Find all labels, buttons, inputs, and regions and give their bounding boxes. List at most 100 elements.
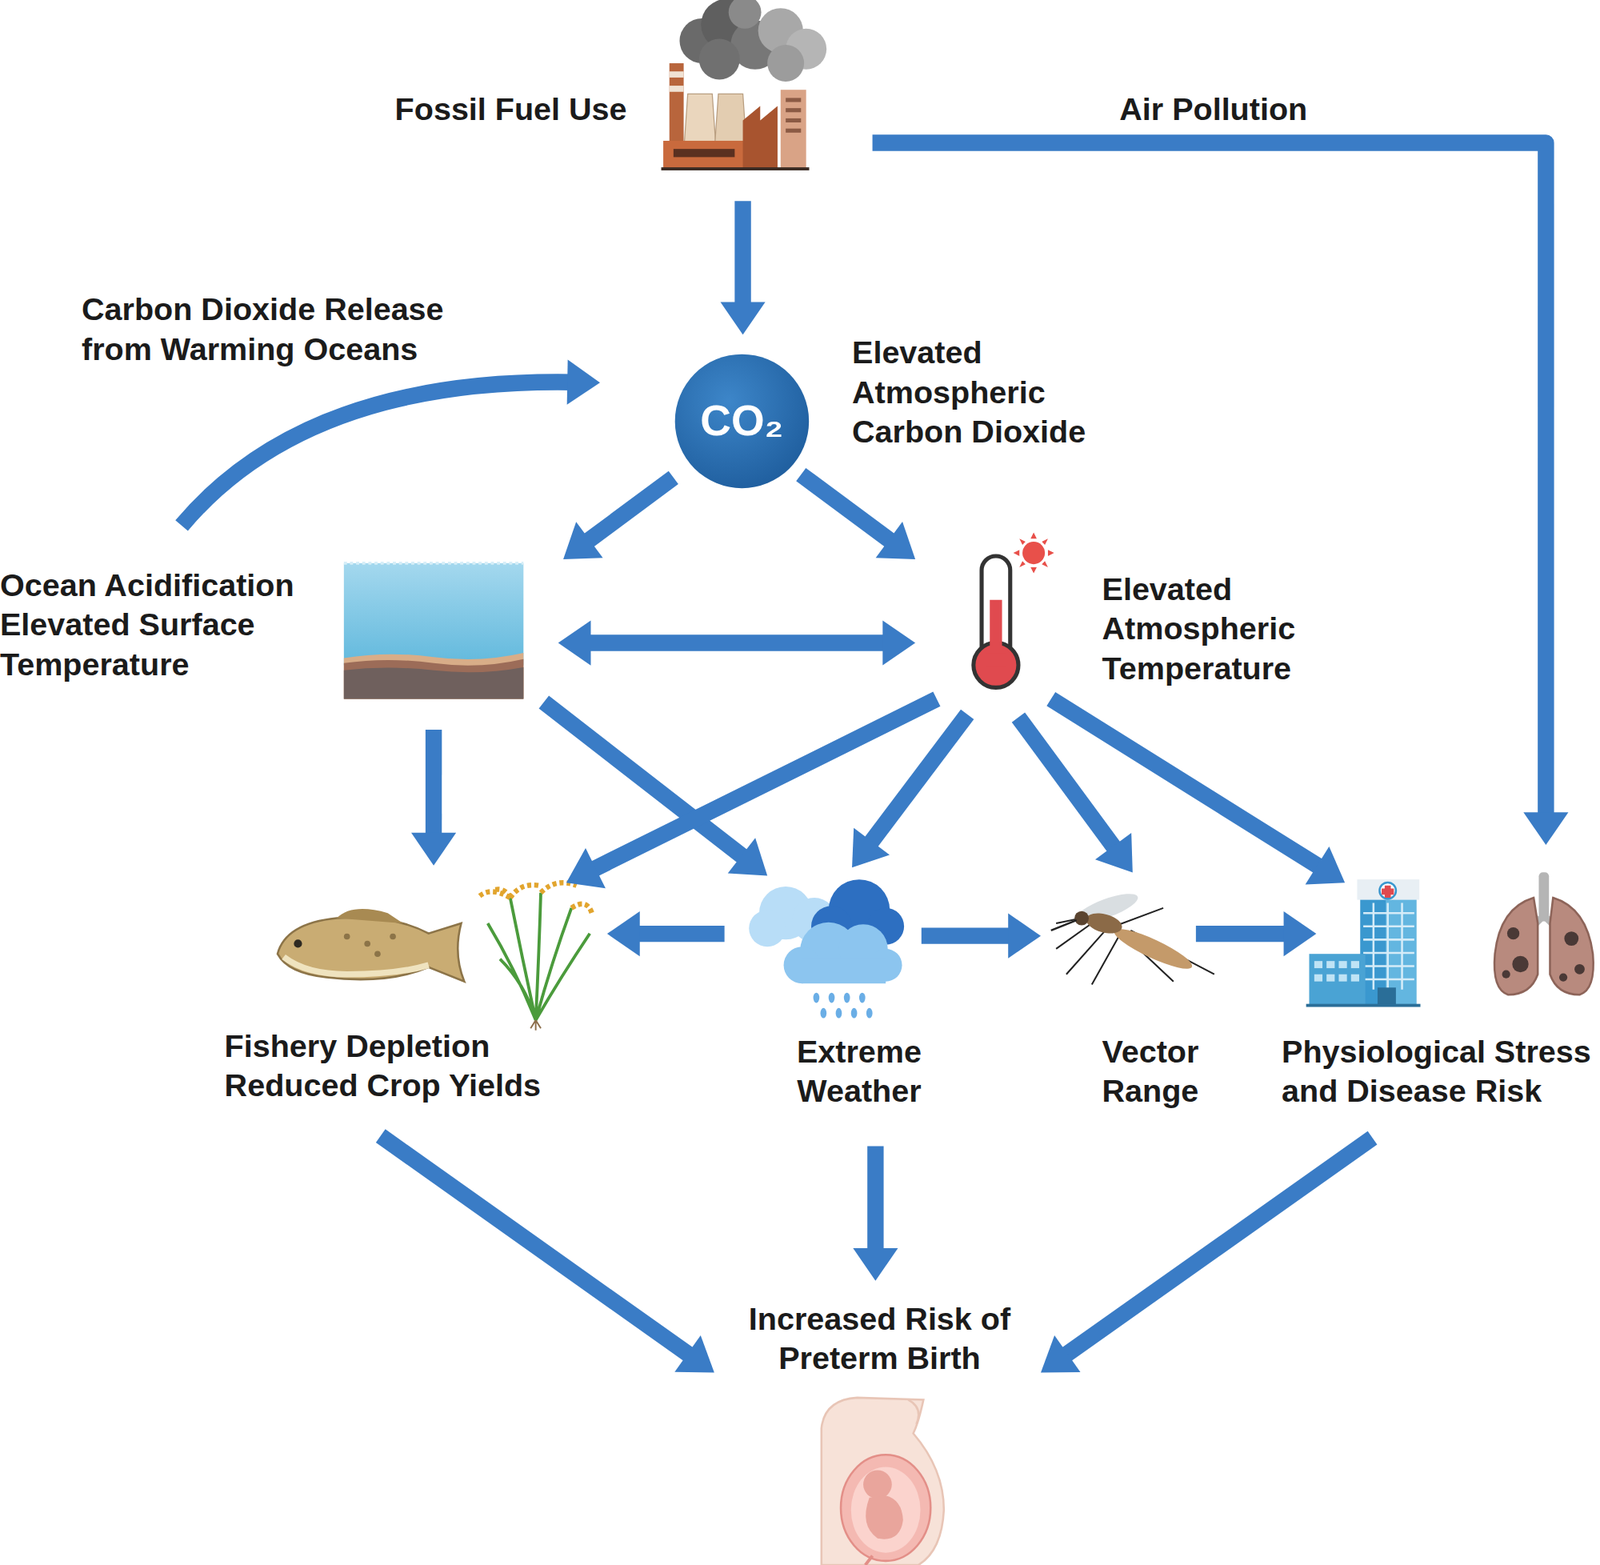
- factory-icon-part: [663, 140, 750, 168]
- edge-label: Air Pollution: [1119, 89, 1308, 130]
- pregnancy-icon-part: [863, 1469, 892, 1499]
- factory-icon-part: [728, 0, 762, 29]
- mosquito-icon: [1051, 888, 1215, 984]
- arrow-shaft: [1196, 925, 1291, 942]
- lungs-icon-part: [1538, 872, 1549, 921]
- arrow-shaft: [589, 699, 937, 872]
- lungs-icon-part-part: [1512, 956, 1528, 972]
- fish-icon-part: [284, 956, 429, 975]
- storm-cloud-icon-part-part: [859, 992, 866, 1004]
- arrow-connector: [566, 699, 937, 889]
- hospital-icon-part: [1308, 953, 1365, 1005]
- node-label: Vector Range: [1102, 1032, 1236, 1112]
- arrow-head: [566, 848, 606, 888]
- rice-plant-icon: [477, 882, 592, 1031]
- storm-cloud-icon-part: [813, 992, 873, 1019]
- fish-icon-part: [344, 933, 351, 940]
- arrow-shaft: [1062, 1137, 1373, 1358]
- thermometer-icon-part: [985, 652, 1007, 668]
- fish-icon-part: [277, 917, 464, 982]
- hospital-icon-part: [1360, 897, 1416, 1005]
- hospital-icon-part-part: [1314, 960, 1323, 968]
- hospital-icon-part-part: [1351, 960, 1360, 968]
- hospital-icon-part: [1306, 1004, 1421, 1008]
- factory-icon-part: [785, 128, 801, 133]
- arrow-connector: [921, 913, 1041, 959]
- lungs-icon-part: [1494, 897, 1538, 995]
- node-label: Extreme Weather: [772, 1032, 947, 1112]
- hospital-icon-part: [1379, 882, 1396, 899]
- pregnancy-icon-part: [851, 1467, 921, 1553]
- factory-icon-part: [743, 106, 778, 169]
- arrow-connector: [852, 1145, 898, 1280]
- fish-icon-part: [364, 940, 371, 948]
- factory-icon-part: [785, 108, 801, 112]
- arrow-connector: [411, 729, 456, 866]
- arrow-connector: [872, 143, 1569, 846]
- storm-cloud-icon-part-part: [828, 992, 836, 1004]
- arrow-head: [882, 620, 916, 665]
- factory-node: Fossil Fuel Use: [392, 0, 812, 172]
- mosquito-icon-part: [1084, 909, 1124, 937]
- factory-icon-part: [785, 97, 801, 102]
- ocean-icon-part: [344, 667, 524, 700]
- node-label: Ocean Acidification: [0, 565, 295, 606]
- arrow-shaft: [425, 729, 442, 840]
- factory-icon-part: [673, 148, 736, 157]
- hospital-icon-part: [1377, 987, 1396, 1005]
- factory-icon-part: [669, 85, 684, 92]
- arrow-shaft: [872, 143, 1547, 820]
- node-sublabel: Elevated Atmospheric Carbon Dioxide: [852, 332, 1108, 452]
- arrow-shaft: [868, 714, 968, 847]
- lungs-icon-part-part: [1507, 927, 1520, 940]
- ocean-icon-part: [344, 561, 524, 565]
- arrow-shaft: [633, 925, 725, 942]
- lungs-icon-part-part: [1574, 964, 1585, 975]
- pregnancy-icon-part: [865, 1495, 904, 1539]
- arrow-head: [876, 521, 916, 560]
- thermometer-icon: [973, 532, 1055, 688]
- food-node: Fishery DepletionReduced Crop Yields: [275, 882, 592, 1026]
- arrow-head: [720, 302, 766, 336]
- fish-icon-part: [389, 933, 396, 940]
- arrow-head: [852, 1248, 898, 1281]
- node-label: CO₂: [673, 397, 811, 445]
- mosquito-icon-part: [1051, 920, 1077, 931]
- hospital-icon-part-part: [1326, 974, 1335, 982]
- lungs-icon-part-part: [1564, 931, 1579, 946]
- storm-cloud-icon-part-part: [851, 1008, 858, 1019]
- hospital-icon-part-part: [1338, 974, 1347, 982]
- hospital-icon-part-part: [1373, 902, 1403, 989]
- weather-node: Extreme Weather: [755, 888, 904, 1032]
- factory-icon-part: [785, 118, 801, 123]
- hospital-icon-part-part: [1314, 974, 1323, 982]
- arrow-shaft: [380, 1136, 693, 1358]
- hospital-icon-part-part: [1338, 960, 1347, 968]
- lungs-icon-part: [1502, 927, 1585, 982]
- storm-cloud-icon-part-part: [836, 1008, 843, 1019]
- arrow-shaft: [734, 200, 751, 308]
- health-node: Physiological Stress and Disease Risk: [1308, 879, 1416, 1005]
- hospital-icon-part: [1381, 885, 1394, 898]
- fish-icon-part: [336, 908, 404, 924]
- rice-plant-icon-part: [530, 1020, 541, 1031]
- arrow-head: [411, 832, 456, 866]
- ocean-icon-part: [344, 659, 524, 700]
- pregnancy-icon-part: [821, 1397, 944, 1565]
- arrow-connector: [1040, 1137, 1373, 1372]
- arrow-head: [1040, 1335, 1081, 1372]
- hospital-icon-part: [1314, 960, 1360, 982]
- fish-icon-part: [293, 939, 302, 948]
- factory-icon-part: [767, 44, 804, 82]
- arrow-connector: [181, 360, 600, 526]
- rice-plant-icon-part: [488, 892, 591, 1020]
- arrow-connector: [558, 620, 916, 665]
- factory-icon: [661, 0, 828, 171]
- lungs-icon-part-part: [1559, 972, 1568, 981]
- lungs-icon: [1494, 872, 1594, 995]
- pregnancy-icon: [821, 1397, 944, 1565]
- arrow-connector: [800, 474, 916, 560]
- factory-icon-part: [669, 71, 684, 78]
- arrow-head: [563, 521, 604, 560]
- arrow-head: [1095, 832, 1133, 873]
